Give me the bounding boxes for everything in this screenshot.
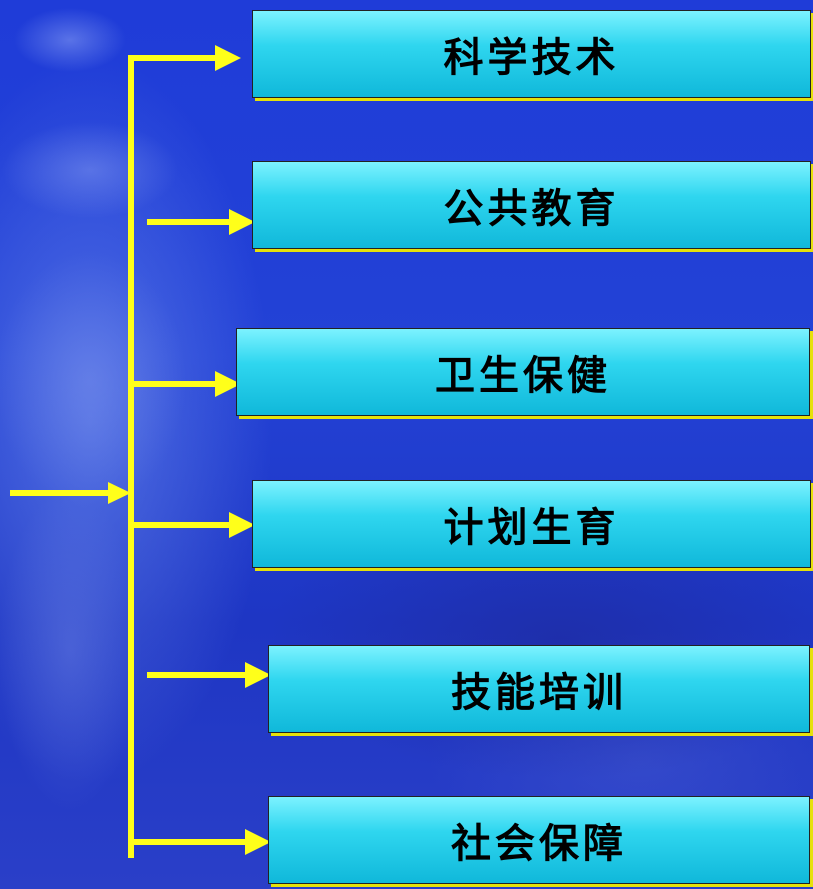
node-label: 社会保障 xyxy=(451,821,627,867)
input-arrow-head xyxy=(108,482,131,504)
node-label: 计划生育 xyxy=(443,505,620,551)
node-label: 技能培训 xyxy=(451,670,627,716)
node-box: 卫生保健 xyxy=(236,328,810,416)
background-pillar-decoration xyxy=(0,0,230,889)
branch-arrow-head-3 xyxy=(215,371,241,397)
node-box: 公共教育 xyxy=(252,161,811,249)
node-label: 科学技术 xyxy=(443,35,620,81)
node-box: 计划生育 xyxy=(252,480,811,568)
branch-arrow-head-6 xyxy=(245,829,271,855)
node-label: 公共教育 xyxy=(443,186,620,232)
branch-arrow-head-2 xyxy=(229,209,255,235)
node-box: 技能培训 xyxy=(268,645,810,733)
node-label: 卫生保健 xyxy=(435,353,611,399)
node-box: 科学技术 xyxy=(252,10,811,98)
branch-arrow-head-5 xyxy=(245,662,271,688)
node-box: 社会保障 xyxy=(268,796,810,884)
branch-arrow-head-4 xyxy=(229,512,255,538)
branch-arrow-head-1 xyxy=(215,45,241,71)
